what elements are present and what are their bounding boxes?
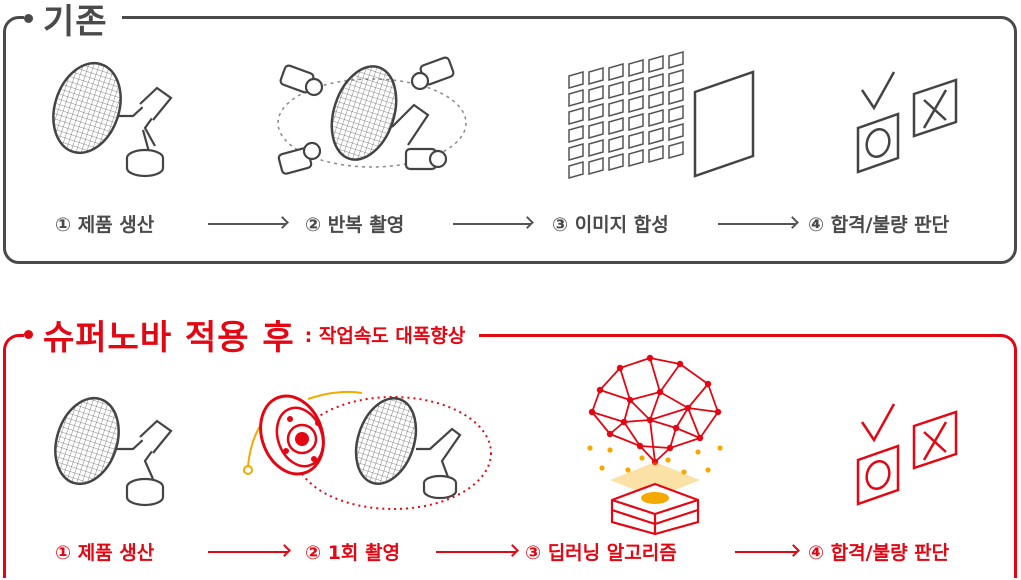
bullet-dot [24,13,33,23]
before-panel [3,16,1017,264]
after-title: 슈퍼노바 적용 후 [43,317,295,358]
wafer-robot-arm-icon [54,396,173,507]
wafer-robot-arm-icon [52,61,173,178]
after-step-4: ④ 합격/불량 판단 [808,542,950,564]
flow-arrow [436,551,516,553]
neural-network-brain-icon [587,354,723,536]
image-grid-icon [568,51,755,179]
after-subtitle: : 작업속도 대폭향상 [304,324,466,347]
after-panel [3,334,1017,578]
before-step-4: ④ 합격/불량 판단 [808,214,950,236]
bullet-dot [24,329,33,339]
after-step-3: ③ 딥러닝 알고리즘 [525,542,677,564]
flow-arrow [208,223,286,225]
after-step-2: ② 1회 촬영 [305,542,400,564]
multi-camera-icon [277,56,467,175]
after-step-1: ① 제품 생산 [55,542,155,564]
after-heading: 슈퍼노바 적용 후 : 작업속도 대폭향상 [24,310,480,358]
flow-arrow [208,551,288,553]
flow-arrow [718,223,796,225]
flow-arrow [453,223,531,225]
before-step-2: ② 반복 촬영 [305,214,405,236]
before-step-3: ③ 이미지 합성 [552,214,669,236]
pass-fail-icon [856,71,958,174]
before-heading: 기존 [24,0,122,42]
pass-fail-icon [856,403,958,506]
flow-arrow [735,551,797,553]
before-step-1: ① 제품 생산 [55,214,155,236]
ai-camera-icon [243,390,492,510]
before-title: 기존 [43,1,108,42]
